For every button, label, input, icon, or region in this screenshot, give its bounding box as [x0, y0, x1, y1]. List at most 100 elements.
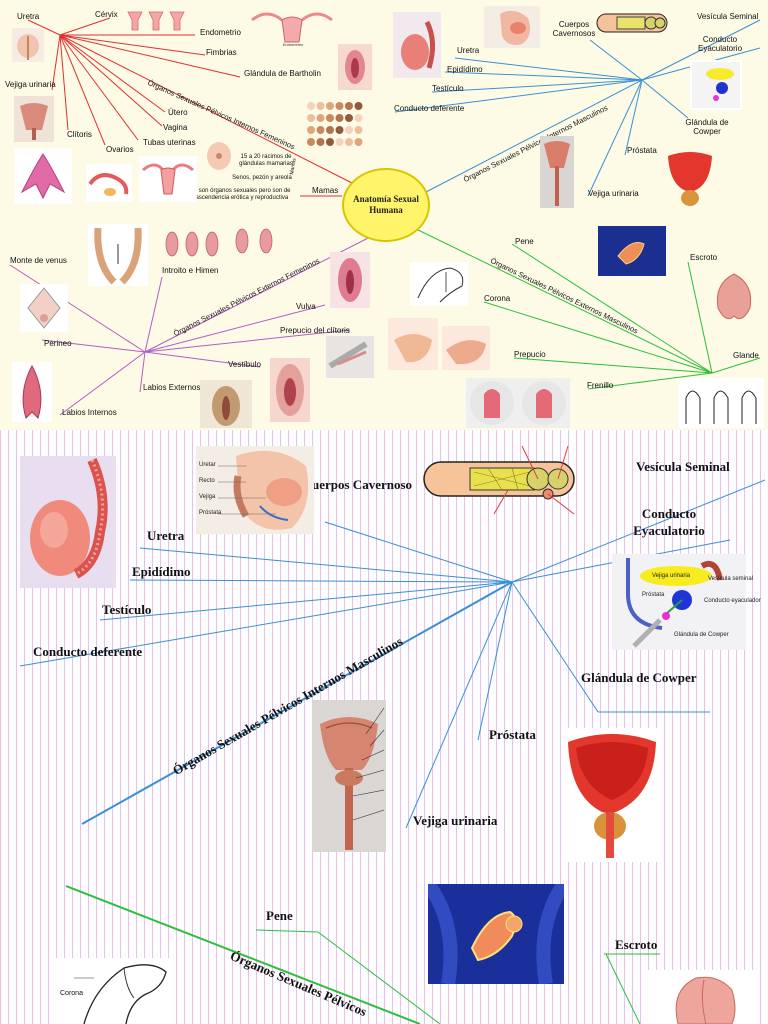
- detail-label-testiculo: Testículo: [102, 602, 152, 617]
- skin-tone-swatch: [354, 138, 363, 146]
- label-prepucio-clitoris: Prepucio del clítoris: [280, 326, 350, 335]
- label-epididimo-top: Epidídimo: [447, 65, 483, 74]
- skin-tone-swatch: [326, 114, 334, 122]
- pelvis-top-image: [484, 6, 540, 48]
- skin-tone-swatch: [345, 102, 353, 110]
- prepucio-image-1: [388, 318, 438, 370]
- skin-tone-swatch: [307, 138, 315, 146]
- cervix-image: [125, 8, 189, 34]
- detail-label-vesicula: Vesícula Seminal: [636, 459, 730, 474]
- label-mamas: Mamas: [312, 186, 339, 195]
- label-testiculo-top: Testículo: [432, 84, 464, 93]
- detail-label-deferente: Conducto deferente: [33, 644, 143, 659]
- perineo-image: [20, 284, 68, 332]
- vejiga-m-top-image: [540, 136, 574, 208]
- label-utero: Útero: [168, 108, 188, 117]
- vejiga-urinaria-image: [312, 700, 386, 852]
- frenillo-image: [466, 378, 570, 428]
- seminal-label-cowper: Glándula de Cowper: [674, 632, 729, 638]
- escroto-top-image: [708, 268, 760, 328]
- detail-connector-lines: [19, 479, 766, 1024]
- svg-text:Endometrio: Endometrio: [283, 42, 304, 47]
- label-escroto-top: Escroto: [690, 253, 718, 262]
- label-bartholin: Glándula de Bartholin: [244, 69, 321, 78]
- detail-label-conducto-eyac: Conducto Eyaculatorio: [633, 506, 705, 538]
- label-monte: Monte de venus: [10, 256, 67, 265]
- label-perineo: Perineo: [44, 339, 72, 348]
- prostata-image: [562, 728, 662, 862]
- mamas-image: [204, 134, 234, 174]
- label-cervix: Cérvix: [95, 10, 118, 19]
- label-vulva: Vulva: [296, 302, 316, 311]
- label-cuerpos-top: Cuerpos Cavernosos: [552, 20, 596, 38]
- skin-tone-swatch: [345, 114, 353, 122]
- label-labios-externos: Labios Externos: [143, 383, 201, 392]
- central-topic: Anatomía Sexual Humana: [342, 168, 430, 242]
- skin-tone-swatch: [307, 102, 315, 110]
- pelvis-label-prostata: Próstata: [199, 510, 222, 516]
- vulva-image: [330, 252, 370, 308]
- testiculo-image: [20, 456, 116, 588]
- skin-tone-swatch: [326, 102, 334, 110]
- skin-tone-swatch: [345, 126, 353, 134]
- label-tubas: Tubas uterinas: [143, 138, 196, 147]
- skin-tone-swatch: [335, 138, 344, 146]
- introito-image-2: [228, 226, 280, 256]
- skin-tone-swatch: [335, 102, 344, 110]
- pelvis-label-vejiga: Vejiga: [199, 494, 216, 500]
- vejiga-f-image: [14, 96, 54, 142]
- label-fimbrias: Fimbrias: [206, 48, 237, 57]
- label-corona: Corona: [484, 294, 511, 303]
- label-vesicula-top: Vesícula Seminal: [697, 12, 759, 21]
- ovarios-image: [86, 164, 132, 202]
- introito-image-1: [162, 228, 222, 260]
- pelvis-label-recto: Recto: [199, 478, 215, 484]
- skin-tone-swatch: [307, 114, 315, 122]
- mamas-tones-image: [306, 100, 364, 148]
- vestibulo-image: [270, 358, 310, 422]
- note-senos: Senos, pezón y areola: [232, 175, 292, 181]
- skin-tone-swatch: [335, 126, 344, 134]
- escroto-image: [648, 970, 758, 1024]
- skin-tone-swatch: [345, 138, 353, 146]
- skin-tone-swatch: [326, 138, 334, 146]
- label-vestibulo: Vestíbulo: [228, 360, 261, 369]
- label-uretra-m: Uretra: [457, 46, 480, 55]
- prepucio-clitoris-image: [326, 336, 374, 378]
- seminal-top-image: [690, 60, 742, 110]
- mindmap-overview: Anatomía Sexual Humana Órganos Sexuales …: [0, 0, 768, 430]
- skin-tone-swatch: [316, 126, 325, 134]
- seminal-label-vesicula: Vesícula seminal: [708, 576, 754, 582]
- detail-label-escroto: Escroto: [615, 937, 658, 952]
- label-endometrio: Endometrio: [200, 28, 241, 37]
- label-pene-top: Pene: [515, 237, 534, 246]
- monte-image: [88, 224, 148, 286]
- glande-image: [678, 378, 764, 428]
- prostata-top-image: [664, 148, 716, 214]
- pelvis-label-uretra: Uretar: [199, 462, 216, 468]
- labios-internos-image: [12, 362, 52, 422]
- cuerpos-top-image: [593, 6, 673, 40]
- skin-tone-swatch: [307, 126, 315, 134]
- detail-label-cowper: Glándula de Cowper: [581, 670, 697, 685]
- label-uretra-f: Uretra: [17, 12, 40, 21]
- endometrio-image: Endometrio: [247, 8, 337, 48]
- label-vejiga-f: Vejiga urinaria: [5, 80, 56, 89]
- seminal-label-conducto: Conducto eyaculador: [704, 598, 761, 604]
- label-ovarios: Ovarios: [106, 145, 134, 154]
- label-prostata-top: Próstata: [627, 146, 657, 155]
- corona-top-image: [410, 262, 468, 306]
- note-no-son: No son órganos sexuales pero son de tras…: [189, 188, 291, 201]
- seminal-label-prostata: Próstata: [642, 592, 665, 598]
- detail-label-pene: Pene: [266, 908, 293, 923]
- seminal-label-vejiga: Vejiga urinaria: [652, 573, 691, 579]
- label-clitoris: Clítoris: [67, 130, 92, 139]
- connector-lines: [9, 17, 761, 416]
- seminal-diagram: Vejiga urinaria Vesícula seminal Próstat…: [612, 554, 761, 650]
- corona-label: Corona: [60, 990, 83, 997]
- detail-label-uretra: Uretra: [147, 528, 185, 543]
- detail-label-epididimo: Epidídimo: [132, 564, 191, 579]
- utero-image: [139, 156, 197, 202]
- detail-label-vejiga: Vejiga urinaria: [413, 813, 498, 828]
- label-introito: Introito e Himen: [162, 266, 219, 275]
